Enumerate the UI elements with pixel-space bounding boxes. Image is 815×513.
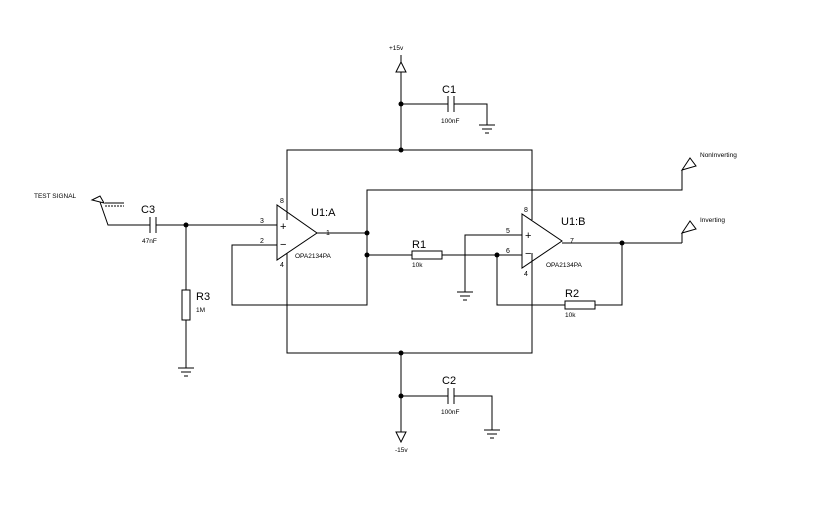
input-wire <box>99 201 150 226</box>
capacitor-c2: C2 100nF <box>401 375 493 430</box>
u1b-wires <box>464 233 683 306</box>
c2-value: 100nF <box>441 409 459 416</box>
u1b-pin-6: 6 <box>506 248 510 255</box>
ground-symbol-r3 <box>178 367 194 377</box>
r2-ref: R2 <box>565 288 579 300</box>
test-signal-label: TEST SIGNAL <box>34 193 77 200</box>
u1b-minus-sign: − <box>525 248 531 260</box>
u1a-plus-sign: + <box>280 221 286 233</box>
r2-value: 10k <box>565 312 576 319</box>
junction-dot <box>364 252 370 258</box>
junction-dot <box>398 101 404 107</box>
power-rail-wires <box>286 72 533 432</box>
r1-value: 10k <box>412 262 423 269</box>
junction-dot <box>398 147 404 153</box>
inverting-output-probe: Inverting <box>680 217 725 234</box>
capacitor-c3: C3 47nF <box>141 204 277 245</box>
u1a-minus-sign: − <box>280 239 286 251</box>
u1b-pin-7: 7 <box>570 238 574 245</box>
r3-value: 1M <box>196 307 205 314</box>
c3-ref: C3 <box>141 204 155 216</box>
u1b-part: OPA2134PA <box>546 262 583 269</box>
c2-ref: C2 <box>442 375 456 387</box>
junction-dot <box>398 393 404 399</box>
positive-supply-symbol: +15v <box>389 45 407 73</box>
u1a-ref: U1:A <box>311 207 336 219</box>
negative-supply-symbol: -15v <box>395 431 408 454</box>
opamp-u1a: + − 3 2 1 8 4 U1:A OPA2134PA <box>260 198 336 269</box>
u1a-pin-4: 4 <box>280 262 284 269</box>
u1b-ref: U1:B <box>561 216 585 228</box>
junction-dot <box>398 350 404 356</box>
noninverting-output-label: NonInverting <box>700 152 737 159</box>
resistor-r2: R2 10k <box>564 288 596 319</box>
negative-supply-label: -15v <box>395 447 408 454</box>
junction-dot <box>494 252 500 258</box>
junction-dot <box>364 230 370 236</box>
ground-symbol-u1b <box>457 291 473 301</box>
c3-value: 47nF <box>142 238 157 245</box>
junction-dot <box>183 222 189 228</box>
u1a-feedback-wires <box>231 170 683 306</box>
noninverting-output-probe: NonInverting <box>680 152 737 171</box>
c1-ref: C1 <box>442 84 456 96</box>
ground-symbol-c1 <box>479 124 495 134</box>
test-signal-probe: TEST SIGNAL <box>34 193 124 207</box>
u1b-pin-5: 5 <box>506 228 510 235</box>
u1b-pin-4: 4 <box>524 271 528 278</box>
r3-ref: R3 <box>196 291 210 303</box>
ground-symbol-c2 <box>484 429 500 439</box>
u1a-pin-8: 8 <box>280 198 284 205</box>
resistor-r1: R1 10k <box>411 239 497 269</box>
positive-supply-label: +15v <box>389 45 404 52</box>
r1-ref: R1 <box>412 239 426 251</box>
u1a-pin-3: 3 <box>260 218 264 225</box>
u1b-pin-8: 8 <box>524 207 528 214</box>
resistor-r3: R3 1M <box>181 225 210 368</box>
u1a-part: OPA2134PA <box>295 253 332 260</box>
junction-dots <box>183 101 625 399</box>
junction-dot <box>619 240 625 246</box>
u1b-plus-sign: + <box>525 230 531 242</box>
c1-value: 100nF <box>441 118 459 125</box>
u1a-pin-2: 2 <box>260 238 264 245</box>
opamp-u1b: + − 5 6 7 8 4 U1:B OPA2134PA <box>506 207 585 278</box>
inverting-output-label: Inverting <box>700 217 725 224</box>
capacitor-c1: C1 100nF <box>401 84 488 125</box>
